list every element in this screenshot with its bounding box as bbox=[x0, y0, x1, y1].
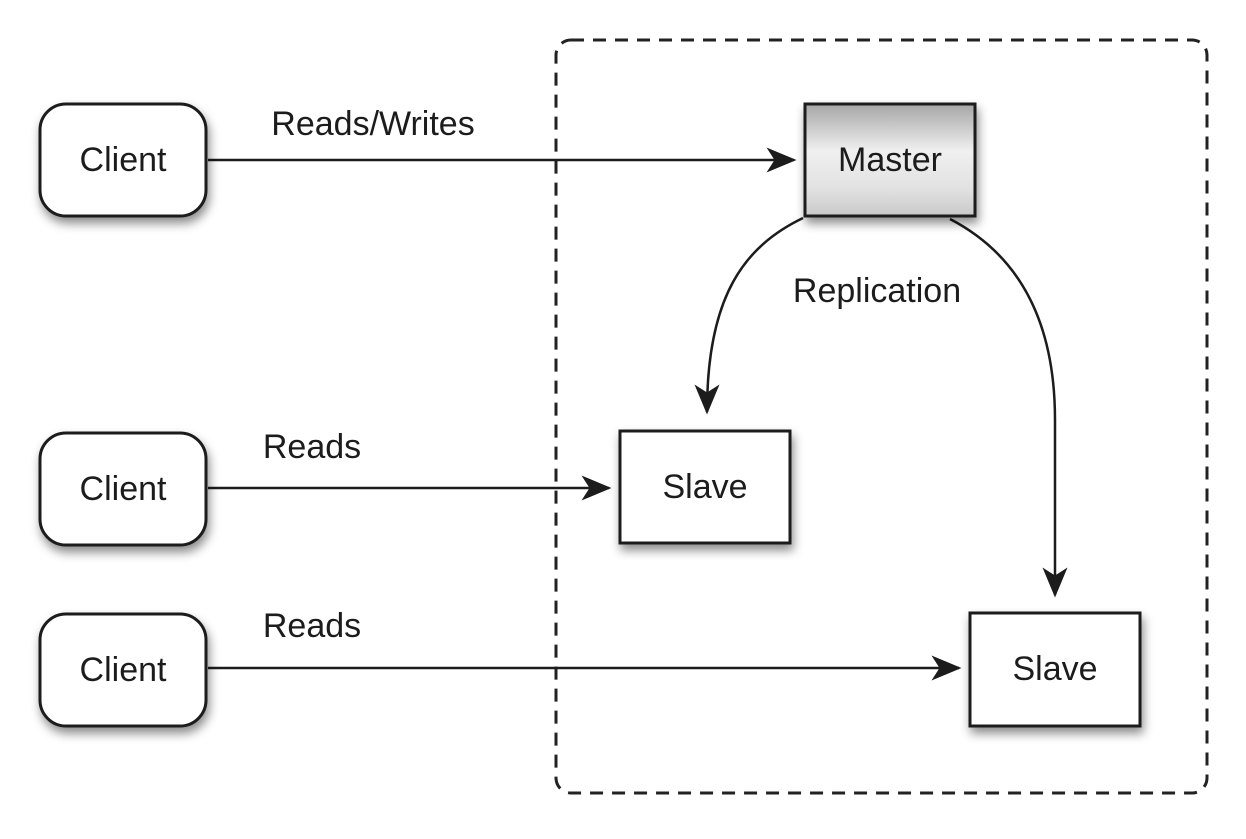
edge-label-reads-1: Reads bbox=[263, 428, 361, 466]
client-node-2: Client bbox=[38, 431, 208, 547]
client-node-1: Client bbox=[38, 102, 208, 218]
client1-label: Client bbox=[80, 141, 167, 179]
client-node-3: Client bbox=[38, 612, 208, 728]
client2-label: Client bbox=[80, 470, 167, 508]
client3-label: Client bbox=[80, 651, 167, 689]
replication-cluster-boundary bbox=[554, 38, 1209, 795]
edge-master-slave2 bbox=[949, 217, 1068, 598]
edge-label-replication: Replication bbox=[793, 272, 961, 310]
edge-label-reads-2: Reads bbox=[263, 607, 361, 645]
master-label: Master bbox=[838, 141, 942, 179]
edge-label-reads-writes: Reads/Writes bbox=[271, 105, 474, 143]
slave2-label: Slave bbox=[1012, 650, 1097, 688]
master-node: Master bbox=[803, 102, 977, 218]
slave-node-2: Slave bbox=[968, 611, 1142, 728]
slave-node-1: Slave bbox=[618, 429, 792, 545]
slave1-label: Slave bbox=[662, 468, 747, 506]
edge-master-slave1 bbox=[694, 216, 804, 415]
